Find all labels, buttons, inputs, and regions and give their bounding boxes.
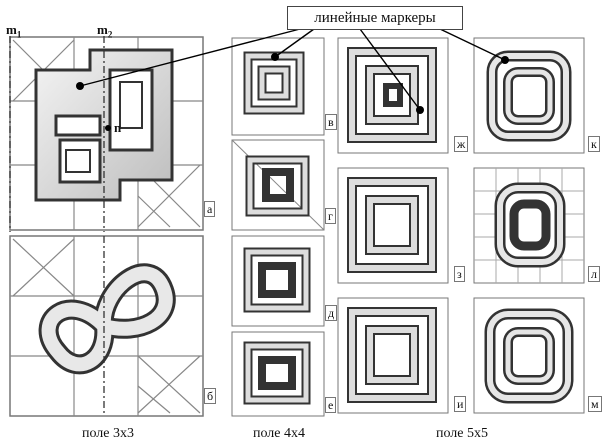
panel-label-i: и	[454, 396, 466, 412]
panel-label-m: м	[588, 396, 602, 412]
panel-label-l: л	[588, 266, 600, 282]
linear-markers-callout: линейные маркеры	[287, 6, 463, 30]
panel-label-g: г	[325, 208, 336, 224]
panel-label-z: з	[454, 266, 465, 282]
panel-m-drawing	[474, 298, 584, 413]
axis-label-m2: m2	[97, 22, 112, 40]
panel-d-drawing	[232, 236, 324, 326]
panel-z-drawing	[338, 168, 448, 283]
caption-4x4: поле 4х4	[253, 426, 305, 442]
panel-label-b: б	[204, 388, 216, 404]
panel-label-a: а	[204, 201, 215, 217]
caption-5x5: поле 5х5	[436, 426, 488, 442]
panel-label-e: е	[325, 397, 336, 413]
panel-label-v: в	[325, 114, 337, 130]
panel-b-drawing	[10, 236, 203, 416]
axis-label-m1: m1	[6, 22, 21, 40]
panel-l-drawing	[474, 168, 584, 283]
panels-5x5-round	[474, 38, 584, 413]
panel-g-drawing	[232, 140, 324, 230]
center-point-label: n	[114, 120, 121, 136]
panel-i-drawing	[338, 298, 448, 413]
panel-label-k: к	[588, 136, 600, 152]
panel-a-drawing	[10, 36, 203, 232]
panel-zh-drawing	[338, 38, 448, 153]
panel-label-zh: ж	[454, 136, 468, 152]
panel-e-drawing	[232, 332, 324, 416]
panel-label-d: д	[325, 305, 337, 321]
panels-5x5-square	[338, 38, 448, 413]
caption-3x3: поле 3х3	[82, 426, 134, 442]
panels-4x4	[232, 38, 324, 416]
panel-v-drawing	[232, 38, 324, 135]
panel-k-drawing	[474, 38, 584, 153]
